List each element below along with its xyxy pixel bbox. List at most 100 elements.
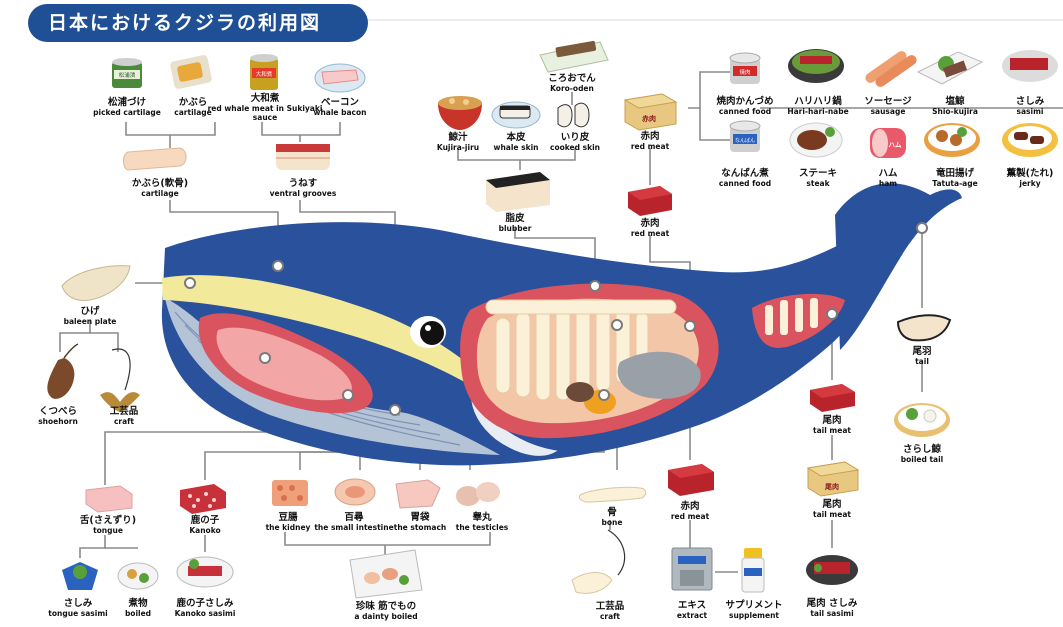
ham-icon: ハム <box>870 128 906 158</box>
koro-oden-icon <box>539 40 609 73</box>
jerky-icon <box>1002 123 1058 157</box>
page-title: 日本におけるクジラの利用図 <box>28 4 368 42</box>
tail-meat-box-label: 尾肉 <box>824 482 839 491</box>
yamato-can-label: 大和煮 <box>256 70 273 78</box>
harihari-nabe-icon <box>788 49 844 83</box>
tail-sasimi-plate-icon <box>806 555 858 585</box>
extract-machine-icon <box>671 547 713 591</box>
matsuura-can-label: 松浦漬 <box>119 71 136 79</box>
small-intestine-icon <box>334 478 376 506</box>
kanoko-sasimi-icon <box>176 556 234 588</box>
shio-kujira-plate-icon <box>916 51 984 85</box>
matsuura-can-icon: 松浦漬 <box>112 58 142 88</box>
red-meat-block-icon <box>628 186 672 216</box>
tatuta-age-icon <box>924 123 980 157</box>
tail-meat-box-icon: 尾肉 <box>806 461 860 497</box>
shoehorn-icon <box>47 343 79 399</box>
nimono-bowl-icon <box>117 562 159 590</box>
sausage-icon <box>865 51 917 87</box>
nanban-can-label: なんばん <box>735 137 755 144</box>
steak-plate-icon <box>789 122 843 158</box>
bone-craft-icon <box>571 529 626 594</box>
red-meat-box-label: 赤肉 <box>642 114 656 123</box>
red-meat-bottom-block-icon <box>668 464 714 496</box>
supplement-bottle-icon <box>741 548 765 593</box>
kabura-package-icon <box>170 55 212 89</box>
tongue-sasimi-icon <box>62 562 98 590</box>
yakiniku-can-icon: 焼肉 <box>729 52 761 84</box>
bone-icon <box>578 486 647 503</box>
blubber-block-icon <box>486 172 550 212</box>
ham-label: ハム <box>889 141 903 149</box>
yakiniku-can-label: 焼肉 <box>739 68 750 76</box>
craft-whale-tail-icon <box>100 348 140 412</box>
boiled-tail-plate-icon <box>894 403 950 437</box>
yamato-can-icon: 大和煮 <box>250 54 278 90</box>
connector-dots <box>184 222 928 416</box>
baleen-plate-icon <box>61 265 131 301</box>
connector-lines <box>59 71 1063 573</box>
unesu-piece-icon <box>276 144 330 170</box>
kujira-jiru-bowl-icon <box>438 96 482 130</box>
tail-piece-icon <box>896 314 952 342</box>
kidney-icon <box>272 480 308 506</box>
label-tongue: 舌(さえずり)tongue <box>79 515 137 535</box>
tail-meat-block-icon <box>810 384 855 412</box>
dainty-plate-icon <box>349 549 423 599</box>
sasimi-plate-icon <box>1002 50 1058 82</box>
testicles-icon <box>456 482 500 506</box>
tongue-block-icon <box>85 485 133 513</box>
cartilage-piece-icon <box>123 147 187 171</box>
whale-skin-plate-icon <box>491 101 541 129</box>
red-meat-box-icon: 赤肉 <box>623 93 678 131</box>
bacon-plate-icon <box>314 63 366 93</box>
cooked-skin-icon <box>557 102 590 128</box>
label-kabura-cartilage: かぶら(軟骨)cartilage <box>131 178 189 198</box>
label-jerky: 薫製(たれ)jerky <box>1006 168 1054 188</box>
whale-body <box>161 183 962 466</box>
